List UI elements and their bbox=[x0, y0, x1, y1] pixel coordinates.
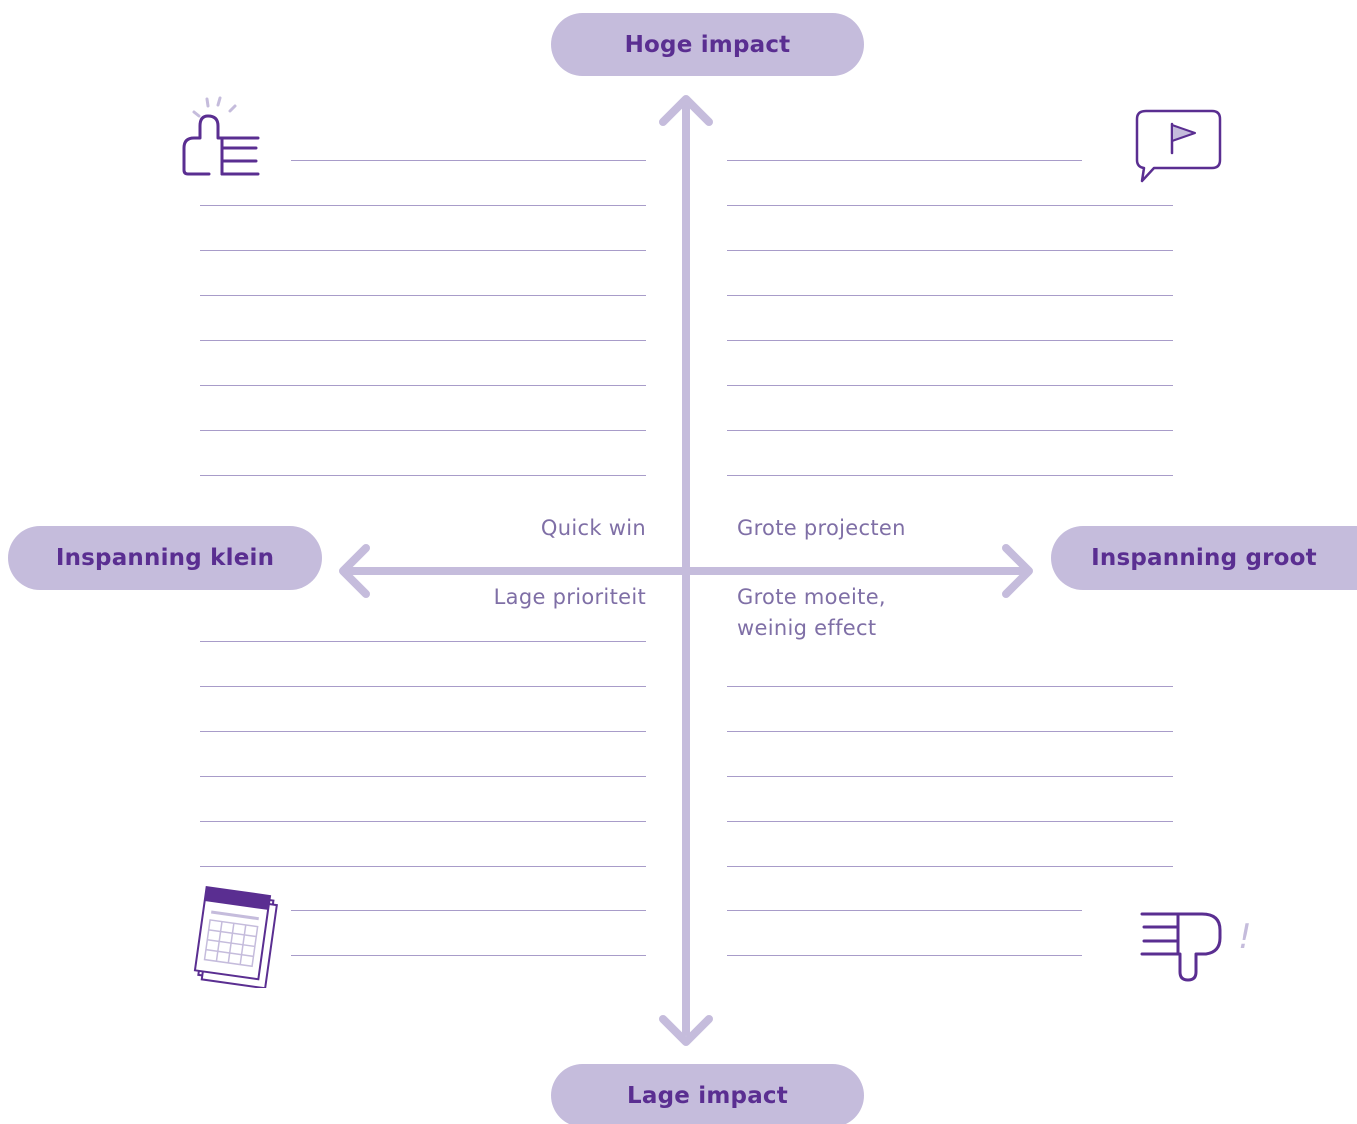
writing-line[interactable] bbox=[727, 160, 1082, 161]
writing-line[interactable] bbox=[727, 205, 1173, 206]
writing-line[interactable] bbox=[727, 731, 1173, 732]
writing-line[interactable] bbox=[727, 910, 1082, 911]
axis-label-high-impact: Hoge impact bbox=[551, 13, 864, 76]
quadrant-label-big-projects: Grote projecten bbox=[737, 516, 906, 540]
flag-speech-bubble-icon bbox=[1135, 109, 1222, 183]
writing-line[interactable] bbox=[200, 385, 646, 386]
writing-line[interactable] bbox=[727, 340, 1173, 341]
writing-line[interactable] bbox=[291, 160, 646, 161]
axis-label-low-effort: Inspanning klein bbox=[8, 526, 322, 590]
writing-line[interactable] bbox=[200, 430, 646, 431]
writing-line[interactable] bbox=[200, 641, 646, 642]
writing-line[interactable] bbox=[200, 821, 646, 822]
calendar-icon bbox=[193, 886, 278, 988]
writing-line[interactable] bbox=[200, 866, 646, 867]
arrow-up-head bbox=[659, 95, 713, 126]
quadrant-label-quick-win: Quick win bbox=[540, 516, 646, 540]
arrow-right-head bbox=[1002, 544, 1033, 598]
writing-line[interactable] bbox=[291, 910, 646, 911]
writing-line[interactable] bbox=[200, 205, 646, 206]
writing-line[interactable] bbox=[727, 250, 1173, 251]
arrow-left-head bbox=[339, 544, 370, 598]
writing-line[interactable] bbox=[727, 821, 1173, 822]
writing-line[interactable] bbox=[727, 475, 1173, 476]
writing-line[interactable] bbox=[200, 340, 646, 341]
writing-line[interactable] bbox=[727, 776, 1173, 777]
writing-line[interactable] bbox=[200, 776, 646, 777]
writing-line[interactable] bbox=[200, 250, 646, 251]
axis-label-high-effort: Inspanning groot bbox=[1051, 526, 1357, 590]
writing-line[interactable] bbox=[727, 295, 1173, 296]
axis-label-text: Inspanning klein bbox=[55, 545, 275, 571]
writing-line[interactable] bbox=[727, 686, 1173, 687]
quadrant-label-line: Grote moeite, bbox=[737, 585, 886, 609]
writing-line[interactable] bbox=[727, 430, 1173, 431]
quadrant-label-line: weinig effect bbox=[737, 616, 877, 640]
axis-label-low-impact: Lage impact bbox=[551, 1064, 864, 1124]
axis-label-text: Inspanning groot bbox=[1091, 545, 1317, 571]
axis-label-text: Hoge impact bbox=[624, 31, 791, 58]
writing-line[interactable] bbox=[727, 866, 1173, 867]
quadrant-label-low-priority: Lage prioriteit bbox=[493, 585, 646, 609]
writing-line[interactable] bbox=[200, 686, 646, 687]
writing-line[interactable] bbox=[200, 475, 646, 476]
thumbs-down-icon: ! bbox=[1140, 912, 1252, 982]
writing-line[interactable] bbox=[200, 295, 646, 296]
quadrant-label-much-effort-little-effect: Grote moeite, weinig effect bbox=[737, 582, 886, 644]
writing-line[interactable] bbox=[291, 955, 646, 956]
writing-line[interactable] bbox=[727, 385, 1173, 386]
arrow-down-head bbox=[659, 1015, 713, 1046]
exclamation-mark: ! bbox=[1238, 917, 1252, 957]
axis-label-text: Lage impact bbox=[627, 1082, 788, 1109]
thumbs-up-icon bbox=[182, 96, 260, 176]
writing-line[interactable] bbox=[727, 955, 1082, 956]
writing-line[interactable] bbox=[200, 731, 646, 732]
